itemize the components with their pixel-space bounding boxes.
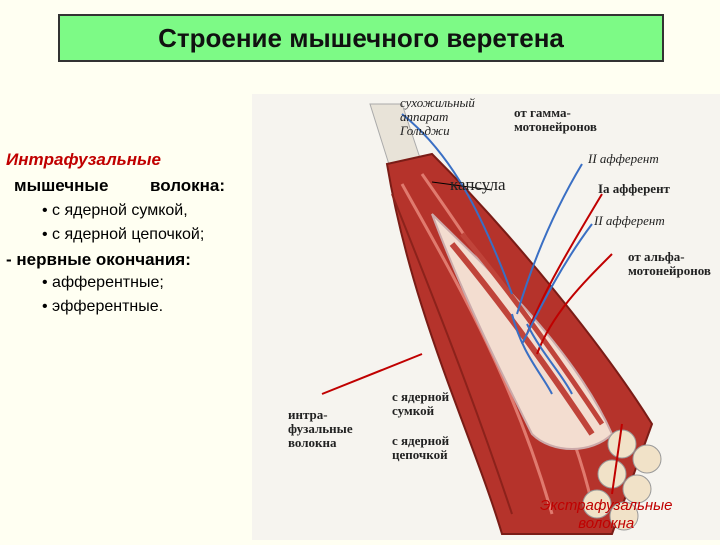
label-nuclear-bag-2: сумкой (392, 403, 435, 418)
label-nuclear-chain-1: с ядерной (392, 433, 450, 448)
label-golgi-3: Гольджи (400, 123, 450, 138)
label-afferent-ii-bottom: II афферент (594, 213, 665, 228)
fiber-bundle (607, 429, 637, 459)
extrafusal-caption: Экстрафузальные волокна (540, 497, 673, 533)
muscle-spindle-figure: сухожильный аппарат Гольджи от гамма- мо… (252, 94, 720, 540)
label-gamma-1: от гамма- (514, 105, 571, 120)
list-item: • с ядерной цепочкой; (42, 226, 205, 243)
extrafusal-caption-line-1: Экстрафузальные (540, 497, 673, 514)
nerve (401, 113, 513, 295)
label-intrafusal-3: волокна (288, 435, 337, 450)
label-golgi-1: сухожильный (400, 95, 475, 110)
heading-intrafusal: Интрафузальные (6, 150, 161, 169)
intrafusal-fiber (460, 232, 605, 426)
label-afferent-ii-top: II афферент (588, 151, 659, 166)
pointer-intrafusal (321, 353, 423, 395)
label-intrafusal-1: интра- (288, 407, 328, 422)
slide-title: Строение мышечного веретена (158, 22, 564, 53)
label-alpha-1: от альфа- (628, 249, 685, 264)
nerve (516, 163, 583, 315)
nerve (521, 223, 593, 345)
nerve (536, 253, 613, 355)
label-nuclear-bag-1: с ядерной (392, 389, 450, 404)
label-intrafusal-2: фузальные (288, 421, 353, 436)
label-alpha-2: мотонейронов (628, 263, 711, 278)
label-capsule: капсула (450, 175, 506, 194)
label-golgi-2: аппарат (400, 109, 449, 124)
pointer-extrafusal (611, 423, 623, 495)
title-box: Строение мышечного веретена (58, 14, 664, 62)
list-item: • афферентные; (42, 274, 164, 291)
nerve (526, 193, 603, 335)
heading-muscle: мышечные (14, 176, 109, 195)
label-afferent-ia: Ia афферент (598, 181, 670, 196)
heading-nerve-endings: - нервные окончания: (6, 250, 191, 269)
list-item: • с ядерной сумкой, (42, 202, 188, 219)
list-item: • эфферентные. (42, 298, 164, 315)
heading-fibers: волокна: (150, 176, 226, 195)
extrafusal-caption-line-2: волокна (578, 515, 635, 532)
label-nuclear-chain-2: цепочкой (392, 447, 448, 462)
muscle-illustration (252, 94, 720, 540)
intrafusal-fiber (449, 242, 595, 436)
label-gamma-2: мотонейронов (514, 119, 597, 134)
